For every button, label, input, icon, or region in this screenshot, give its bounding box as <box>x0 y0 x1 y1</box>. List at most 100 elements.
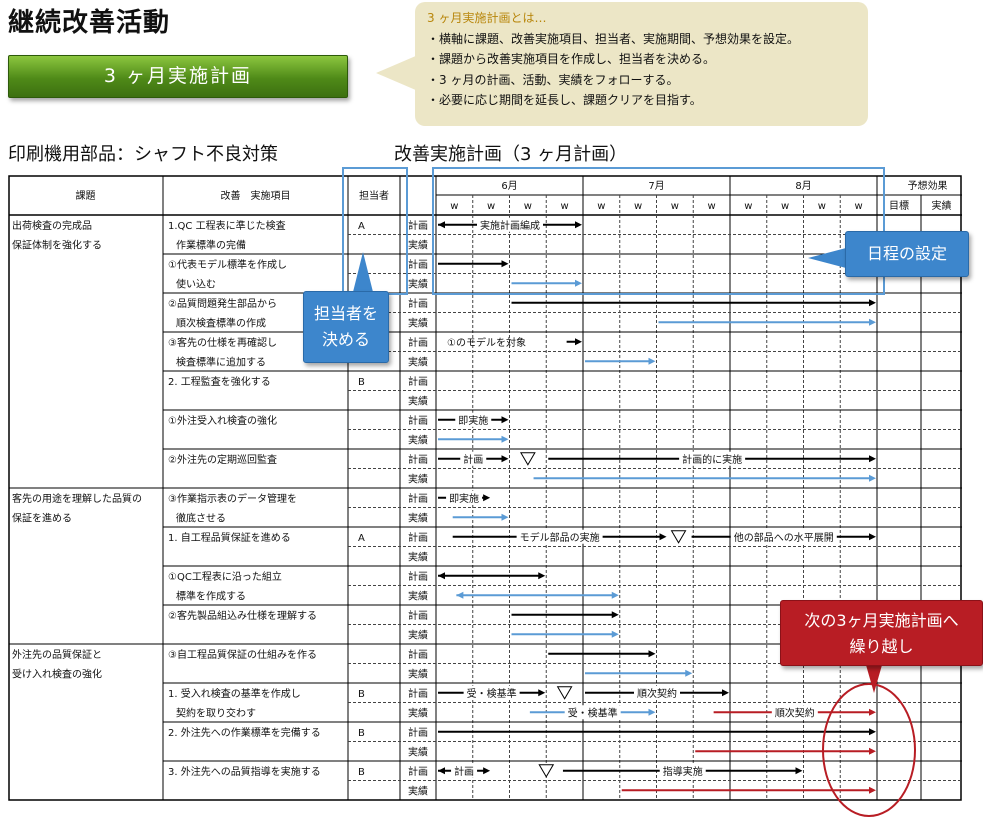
arrow-label: 順次契約 <box>775 706 815 719</box>
actual-row-label: 実績 <box>408 394 428 407</box>
actual-row-label: 実績 <box>408 745 428 758</box>
carryover-callout-line: 次の3ヶ月実施計画へ <box>804 611 959 630</box>
actual-row-label: 実績 <box>408 472 428 485</box>
actual-row-label: 実績 <box>408 238 428 251</box>
arrow-label: 他の部品への水平展開 <box>734 531 834 544</box>
item-text: 順次検査標準の作成 <box>176 316 266 329</box>
arrow-label: モデル部品の実施 <box>520 531 600 544</box>
arrow-head <box>869 533 876 541</box>
arrow-label-bg <box>516 529 603 544</box>
arrow-label-bg <box>446 490 483 505</box>
arrow-head <box>575 338 582 346</box>
arrow-head <box>538 689 546 697</box>
item-text: ①QC工程表に沿った組立 <box>168 570 282 583</box>
arrow-head <box>869 474 876 482</box>
actual-row-label: 実績 <box>408 550 428 563</box>
info-box-title: 3 ヶ月実施計画とは… <box>427 11 547 25</box>
arrow-head <box>483 767 491 775</box>
actual-row-label: 実績 <box>408 277 428 290</box>
item-header: 改善 実施項目 <box>221 189 291 202</box>
plan-row-label: 計画 <box>408 531 428 544</box>
week-label: w <box>744 201 752 212</box>
arrow-label: 計画 <box>463 453 483 466</box>
item-text: ①外注受入れ検査の強化 <box>168 414 277 427</box>
plan-row-label: 計画 <box>408 258 428 271</box>
plan-row-label: 計画 <box>408 765 428 778</box>
arrow-head <box>611 591 619 599</box>
schedule-highlight-frame <box>432 167 885 295</box>
actual-row-label: 実績 <box>408 706 428 719</box>
info-item: ・横軸に課題、改善実施項目、担当者、実施期間、予想効果を設定。 <box>427 31 800 46</box>
arrow-head <box>722 689 729 697</box>
arrow-head <box>869 299 876 307</box>
arrow-label: 即実施 <box>449 492 479 505</box>
owner-value: B <box>358 689 365 700</box>
info-item: ・必要に応じ期間を延長し、課題クリアを目指す。 <box>427 93 702 107</box>
arrow-head <box>501 260 509 268</box>
owner-callout-line: 決める <box>321 330 370 349</box>
item-text: ②外注先の定期巡回監査 <box>168 453 277 466</box>
item-text: ③自工程品質保証の仕組みを作る <box>168 648 317 661</box>
arrow-label: 指導実施 <box>663 765 703 778</box>
plan-row-label: 計画 <box>408 687 428 700</box>
actual-row-label: 実績 <box>408 433 428 446</box>
plan-row-label: 計画 <box>408 570 428 583</box>
schedule-callout: 日程の設定 <box>845 231 969 277</box>
week-label: w <box>597 201 605 212</box>
plan-row-label: 計画 <box>408 414 428 427</box>
plan-row-label: 計画 <box>408 726 428 739</box>
owner-callout: 担当者を 決める <box>303 291 389 363</box>
schedule-callout-tail <box>808 248 846 268</box>
arrow-head <box>869 455 876 463</box>
item-text: 徹底させる <box>176 511 226 524</box>
arrow-head <box>438 572 445 580</box>
month-label: 7月 <box>648 180 664 192</box>
arrow-label-bg <box>451 763 478 778</box>
arrow-head <box>501 416 509 424</box>
carryover-ellipse <box>822 683 916 817</box>
arrow-label-bg <box>771 705 818 720</box>
arrow-head <box>575 221 582 229</box>
arrow-label-bg <box>460 451 487 466</box>
arrow-label: 受・検基準 <box>467 687 517 700</box>
item-text: 1.QC 工程表に準じた検査 <box>168 219 286 232</box>
week-label: w <box>634 201 642 212</box>
owner-callout-tail <box>353 252 373 292</box>
plan-note: ①のモデルを対象 <box>447 336 526 349</box>
week-label: w <box>561 201 569 212</box>
week-label: w <box>855 201 863 212</box>
arrow-label: 実施計画編成 <box>480 219 540 232</box>
item-text: 使い込む <box>176 277 216 290</box>
owner-value: B <box>358 728 365 739</box>
arrow-label-bg <box>463 685 520 700</box>
item-text: 契約を取り交わす <box>176 706 256 719</box>
item-text: ②品質問題発生部品から <box>168 297 277 310</box>
actual-row-label: 実績 <box>408 667 428 680</box>
plan-row-label: 計画 <box>408 219 428 232</box>
item-text: 1. 受入れ検査の基準を作成し <box>168 687 301 700</box>
subtitle: 印刷機用部品：シャフト不良対策 <box>8 144 278 165</box>
issue-text: 保証体制を強化する <box>12 238 102 251</box>
arrow-head <box>685 669 693 677</box>
arrow-head <box>659 533 667 541</box>
item-text: 標準を作成する <box>176 589 246 602</box>
arrow-head <box>575 279 582 287</box>
arrow-label: 順次契約 <box>637 687 677 700</box>
page-title: 継続改善活動 <box>8 8 171 38</box>
item-text: 作業標準の完備 <box>176 238 246 251</box>
arrow-label: 受・検基準 <box>568 706 618 719</box>
arrow-label: 計画的に実施 <box>682 453 742 466</box>
week-label: w <box>818 201 826 212</box>
item-text: 1. 自工程品質保証を進める <box>168 531 291 544</box>
issue-text: 出荷検査の完成品 <box>12 219 92 232</box>
arrow-head <box>611 630 619 638</box>
issue-text: 受け入れ検査の強化 <box>12 667 102 680</box>
item-text: ①代表モデル標準を作成し <box>168 258 287 271</box>
item-text: 3. 外注先への品質指導を実施する <box>168 765 321 778</box>
arrow-label-bg <box>455 412 492 427</box>
week-label: w <box>781 201 789 212</box>
plan-banner: 3 ヶ月実施計画 <box>8 55 348 98</box>
item-text: 2. 外注先への作業標準を完備する <box>168 726 321 739</box>
month-label: 8月 <box>795 180 811 192</box>
arrow-head <box>438 767 445 775</box>
